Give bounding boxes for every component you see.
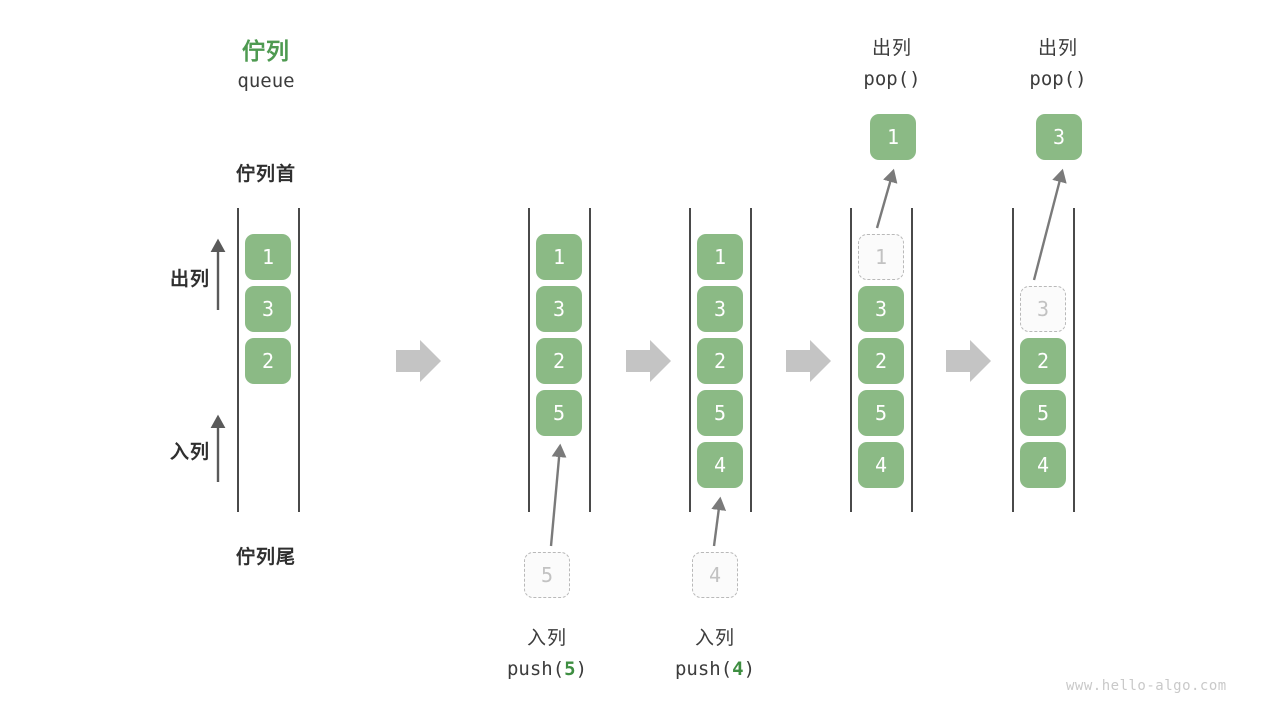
popped-ghost-cell: 3: [1020, 286, 1066, 332]
queue-cell: 2: [858, 338, 904, 384]
queue-rail-left: [528, 208, 530, 512]
queue-rail-right: [589, 208, 591, 512]
right-block-arrow-icon: [626, 340, 671, 382]
queue-cell: 4: [1020, 442, 1066, 488]
cell-value: 1: [261, 245, 275, 269]
queue-cell: 2: [1020, 338, 1066, 384]
cell-value: 1: [713, 245, 727, 269]
cell-value: 3: [1036, 297, 1050, 321]
queue-head-label: 佇列首: [235, 164, 296, 185]
cell-value: 2: [552, 349, 566, 373]
page-title-cn: 佇列: [242, 38, 290, 64]
queue-tail-label: 佇列尾: [235, 547, 296, 568]
popped-ghost-cell: 1: [858, 234, 904, 280]
code-suffix: ): [743, 658, 756, 680]
right-block-arrow-icon: [786, 340, 831, 382]
code-arg: 5: [564, 658, 576, 680]
code-suffix: ): [1075, 68, 1087, 90]
queue-cell: 1: [697, 234, 743, 280]
queue-cell: 2: [697, 338, 743, 384]
enqueue-direction-label: 入列: [169, 442, 210, 463]
cell-value: 2: [713, 349, 727, 373]
cell-value: 3: [874, 297, 888, 321]
queue-cell: 4: [858, 442, 904, 488]
cell-value: 5: [874, 401, 888, 425]
queue-rail-left: [850, 208, 852, 512]
cell-value: 4: [1036, 453, 1050, 477]
push-5-caption-code: push(5): [467, 658, 627, 680]
code-arg: 4: [732, 658, 744, 680]
motion-arrow-icon: [549, 443, 567, 547]
queue-cell: 2: [536, 338, 582, 384]
code-suffix: ): [909, 68, 921, 90]
queue-cell: 3: [245, 286, 291, 332]
queue-cell: 1: [245, 234, 291, 280]
cell-value: 4: [713, 453, 727, 477]
queue-rail-left: [237, 208, 239, 512]
page-title-en: queue: [237, 70, 295, 92]
cell-value: 2: [261, 349, 275, 373]
pop-3-caption-code: pop(): [978, 68, 1138, 90]
cell-value: 2: [1036, 349, 1050, 373]
motion-arrow-icon: [711, 496, 727, 547]
push-4-caption-code: push(4): [635, 658, 795, 680]
incoming-ghost-cell: 4: [692, 552, 738, 598]
pop-1-caption-cn: 出列: [871, 38, 912, 59]
queue-cell: 3: [858, 286, 904, 332]
queue-cell: 1: [536, 234, 582, 280]
cell-value: 5: [552, 401, 566, 425]
cell-value: 4: [708, 563, 722, 587]
motion-arrow-icon: [875, 168, 898, 229]
cell-value: 3: [713, 297, 727, 321]
queue-rail-right: [298, 208, 300, 512]
queue-rail-right: [1073, 208, 1075, 512]
cell-value: 3: [261, 297, 275, 321]
cell-value: 3: [552, 297, 566, 321]
cell-value: 5: [1036, 401, 1050, 425]
right-block-arrow-icon: [396, 340, 441, 382]
code-prefix: push(: [506, 658, 565, 680]
queue-rail-left: [1012, 208, 1014, 512]
code-prefix: pop(: [863, 68, 910, 90]
pop-1-caption-code: pop(): [812, 68, 972, 90]
queue-cell: 3: [697, 286, 743, 332]
incoming-ghost-cell: 5: [524, 552, 570, 598]
dequeue-direction-label: 出列: [169, 269, 210, 290]
queue-rail-right: [911, 208, 913, 512]
queue-cell: 5: [536, 390, 582, 436]
popped-value-cell: 1: [870, 114, 916, 160]
cell-value: 5: [713, 401, 727, 425]
push-5-caption-cn: 入列: [526, 628, 567, 649]
queue-rail-right: [750, 208, 752, 512]
pop-3-caption-cn: 出列: [1037, 38, 1078, 59]
cell-value: 4: [874, 453, 888, 477]
queue-rail-left: [689, 208, 691, 512]
code-prefix: push(: [674, 658, 733, 680]
cell-value: 2: [874, 349, 888, 373]
watermark: www.hello-algo.com: [1066, 678, 1227, 694]
queue-cell: 3: [536, 286, 582, 332]
push-4-caption-cn: 入列: [694, 628, 735, 649]
queue-cell: 2: [245, 338, 291, 384]
queue-cell: 5: [697, 390, 743, 436]
code-prefix: pop(: [1029, 68, 1076, 90]
cell-value: 5: [540, 563, 554, 587]
right-block-arrow-icon: [946, 340, 991, 382]
cell-value: 3: [1052, 125, 1066, 149]
queue-cell: 4: [697, 442, 743, 488]
queue-cell: 5: [1020, 390, 1066, 436]
code-suffix: ): [575, 658, 588, 680]
cell-value: 1: [874, 245, 888, 269]
cell-value: 1: [886, 125, 900, 149]
cell-value: 1: [552, 245, 566, 269]
queue-cell: 5: [858, 390, 904, 436]
motion-arrow-icon: [1032, 168, 1067, 281]
popped-value-cell: 3: [1036, 114, 1082, 160]
